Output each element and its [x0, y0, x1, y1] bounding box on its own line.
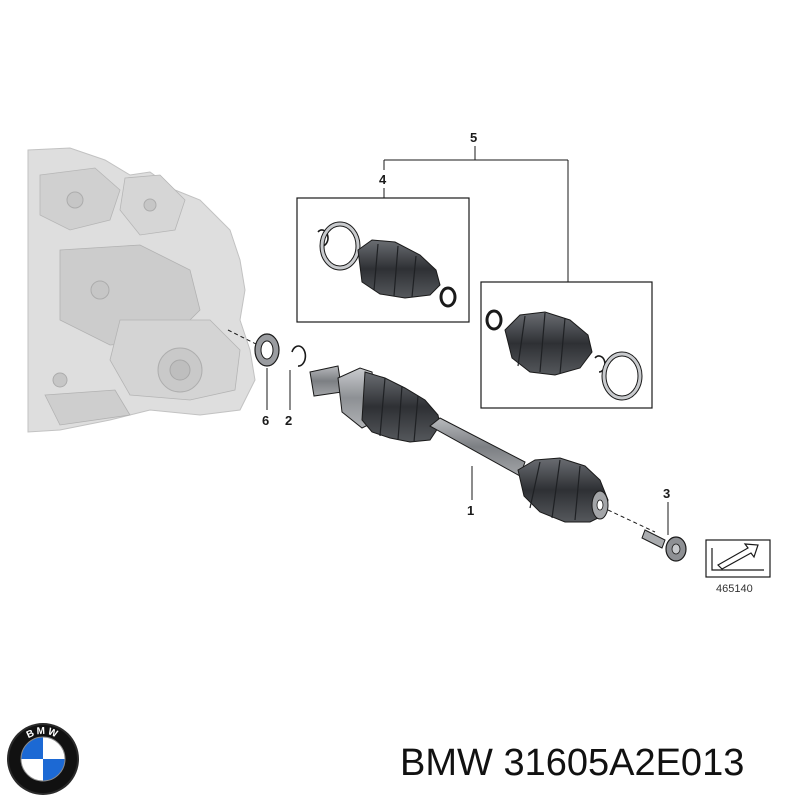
- bmw-logo-icon: BMW: [7, 723, 79, 795]
- seal-leader-dashed: [227, 329, 259, 346]
- brand-name: BMW: [400, 742, 493, 784]
- callout-4: 4: [379, 172, 387, 187]
- part-number: 31605A2E013: [503, 742, 745, 784]
- inner-boot-kit-box: [296, 197, 470, 323]
- bolt-part: [641, 529, 687, 562]
- svg-text:BMW: BMW: [25, 726, 61, 741]
- seal-ring-part: [254, 333, 280, 367]
- drive-shaft-assembly: [309, 365, 609, 523]
- callout-1: 1: [467, 503, 474, 518]
- callout-5: 5: [470, 130, 477, 145]
- part-title: BMW 31605A2E013: [400, 738, 790, 788]
- reference-icon: [705, 539, 771, 578]
- callout-3: 3: [663, 486, 670, 501]
- reference-number: 465140: [716, 583, 753, 595]
- outer-boot-kit-box: [480, 281, 653, 409]
- circlip-part: [291, 345, 307, 367]
- callout-6: 6: [262, 413, 269, 428]
- callout-2: 2: [285, 413, 292, 428]
- transmission-illustration: [27, 147, 256, 433]
